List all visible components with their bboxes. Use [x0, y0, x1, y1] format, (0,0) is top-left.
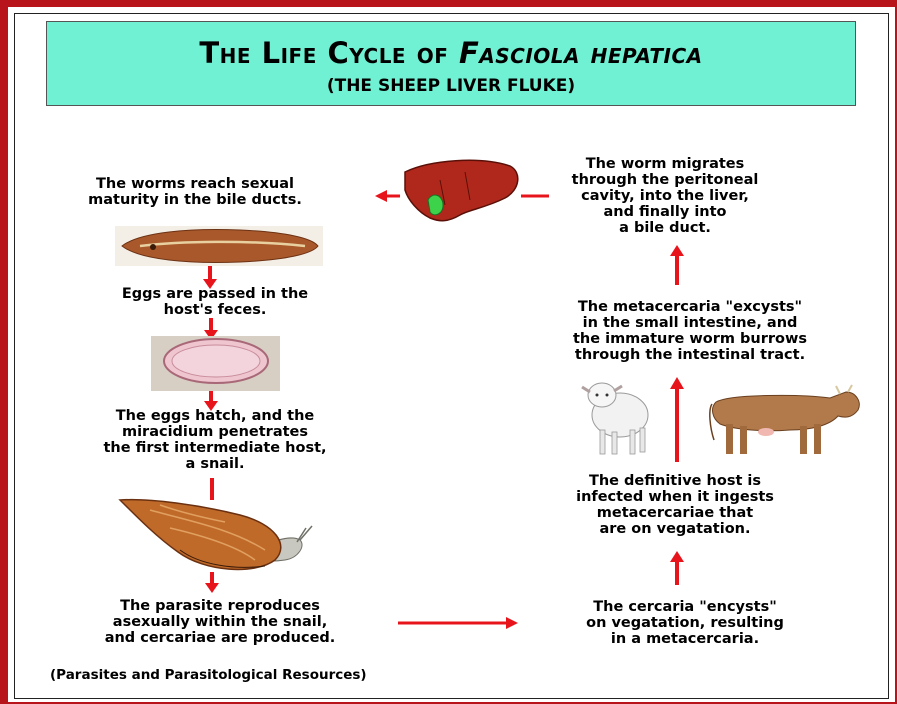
- arrow-down-3: [204, 391, 218, 411]
- arrow-up-3: [670, 245, 684, 285]
- fluke-worm-icon: [115, 226, 323, 266]
- arrow-up-1: [670, 551, 684, 585]
- cow-icon: [710, 385, 859, 454]
- snail-icon: [120, 500, 312, 570]
- sheep-icon: [582, 383, 648, 454]
- egg-icon: [151, 336, 280, 391]
- arrow-down-5: [205, 572, 219, 593]
- arrow-right-bottom: [398, 617, 518, 629]
- liver-icon: [405, 160, 518, 220]
- arrow-down-1: [203, 266, 217, 289]
- arrow-up-2: [670, 377, 684, 462]
